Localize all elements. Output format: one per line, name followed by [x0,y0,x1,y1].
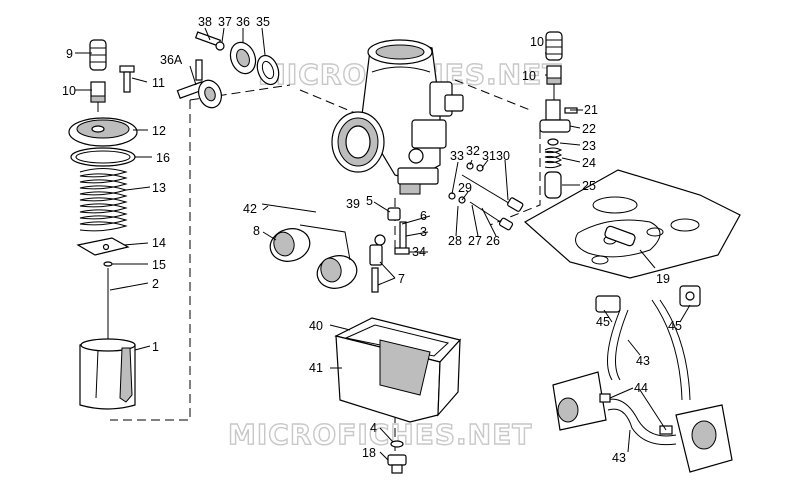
needle-clip [103,261,113,267]
label-9-right: 10 [530,35,544,49]
label-5: 5 [366,194,373,208]
label-45-left: 45 [596,315,610,329]
label-28: 28 [448,234,462,248]
label-34: 34 [412,245,426,259]
label-31: 31 [482,149,496,163]
label-29: 29 [458,181,472,195]
label-12: 12 [152,124,166,138]
leader-lines [75,27,691,461]
label-42: 42 [243,202,257,216]
carburetor-body [331,39,464,195]
label-32: 32 [466,144,480,158]
cover-screw [119,65,135,73]
label-23: 23 [582,139,596,153]
label-18: 18 [362,446,376,460]
label-1: 1 [152,340,159,354]
float-bowl [334,317,462,423]
watermark-bottom: MICROFICHES.NET [228,418,532,451]
gasket-sheet [523,169,741,279]
label-45-right: 45 [668,319,682,333]
label-41: 41 [309,361,323,375]
label-6: 6 [420,209,427,223]
label-11: 11 [152,76,165,90]
label-37: 37 [218,15,232,29]
label-22: 22 [582,122,596,136]
label-25: 25 [582,179,596,193]
label-2: 2 [152,277,159,291]
label-19: 19 [656,272,670,286]
label-33: 33 [450,149,464,163]
label-15: 15 [152,258,166,272]
label-36: 36 [236,15,250,29]
label-38: 38 [198,15,212,29]
choke-assembly [539,31,578,199]
label-4: 4 [370,421,377,435]
label-30: 30 [496,149,510,163]
label-36A: 36A [160,53,183,67]
drain-plug [387,440,407,474]
label-44: 44 [634,381,648,395]
label-13: 13 [152,181,166,195]
label-9-left: 9 [66,47,73,61]
label-43-bottom: 43 [612,451,626,465]
label-7: 7 [398,272,405,286]
mixture-screw-parts [176,31,280,109]
label-40: 40 [309,319,323,333]
label-10-left: 10 [62,84,76,98]
label-10-right: 10 [522,69,536,83]
label-21: 21 [584,103,598,117]
label-3: 3 [420,225,427,239]
slide-spring [79,168,128,232]
label-26: 26 [486,234,500,248]
label-24: 24 [582,156,596,170]
label-8: 8 [253,224,260,238]
label-39: 39 [346,197,360,211]
float-assembly [261,203,386,293]
part-number-labels: 9 10 11 12 16 13 14 15 2 1 36A 38 37 36 … [62,15,682,465]
label-14: 14 [152,236,166,250]
label-35: 35 [256,15,270,29]
slide-assembly [68,39,138,410]
label-27: 27 [468,234,482,248]
label-43-top: 43 [636,354,650,368]
label-16: 16 [156,151,170,165]
fuel-hose-assembly [552,285,733,473]
